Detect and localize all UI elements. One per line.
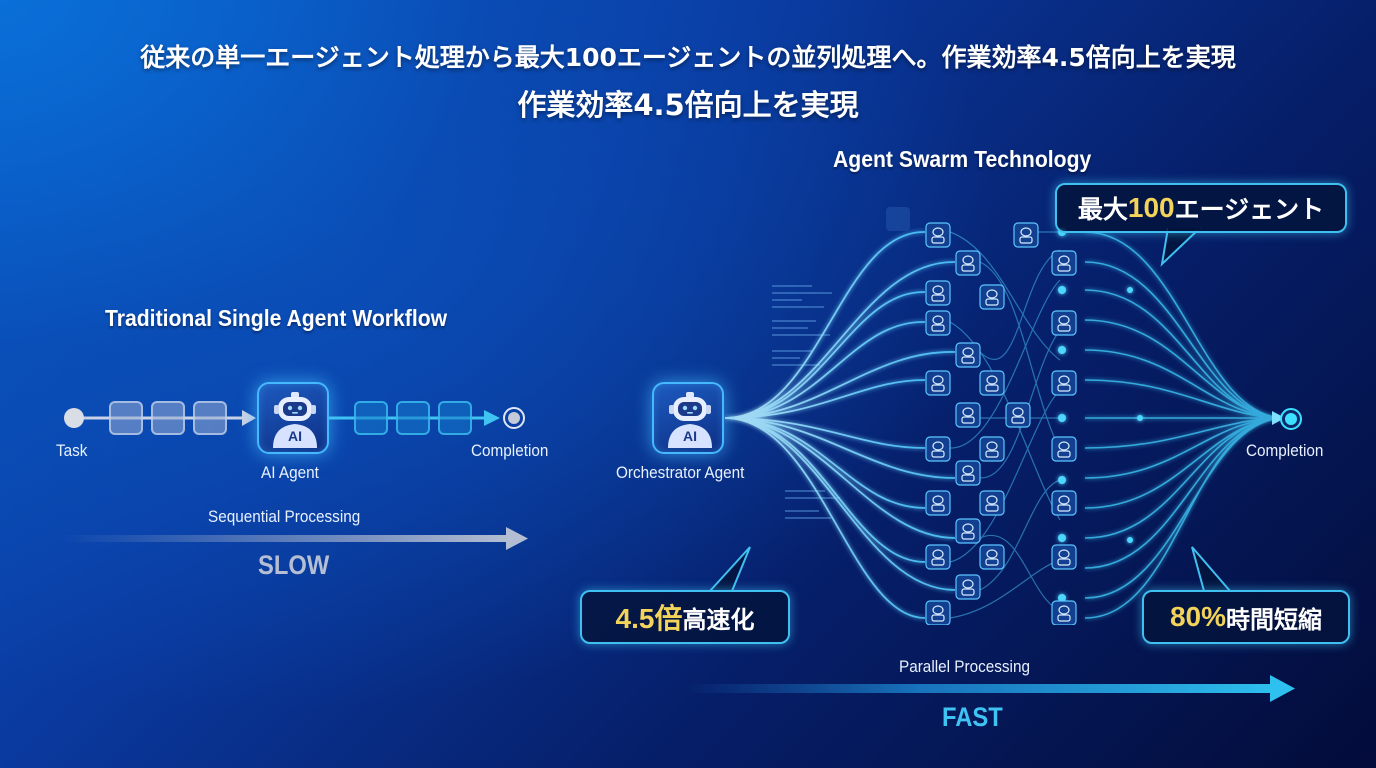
orchestrator-agent-label: Orchestrator Agent [616, 463, 745, 482]
callout-tail-max-agents [1160, 228, 1202, 267]
callout-max-agents-prefix: 最大 [1077, 195, 1128, 224]
callout-speedup-suffix: 高速化 [682, 605, 755, 634]
sequential-arrow [60, 527, 528, 550]
slow-label: SLOW [258, 550, 330, 580]
sequential-step-1 [109, 401, 143, 435]
robot-icon [668, 392, 712, 448]
callout-time-saved: 80%時間短縮 [1142, 590, 1350, 644]
task-start-node [64, 408, 84, 428]
ai-agent-card: AI [257, 382, 329, 454]
callout-tail-time-saved [1191, 546, 1233, 592]
swarm-completion-node [1280, 408, 1302, 430]
completion-node [503, 407, 525, 429]
callout-speedup-number: 4.5倍 [615, 603, 683, 634]
page-title: 従来の単一エージェント処理から最大100エージェントの並列処理へ。作業効率4.5… [140, 43, 1236, 72]
callout-speedup: 4.5倍高速化 [580, 590, 790, 644]
fast-label: FAST [942, 702, 1003, 732]
orchestrator-badge: AI [683, 428, 697, 444]
callout-tail-speedup [707, 546, 751, 592]
traditional-workflow-title: Traditional Single Agent Workflow [105, 305, 448, 331]
completion-label-right: Completion [1246, 441, 1324, 460]
swarm-agent-tiles [886, 207, 1077, 625]
parallel-processing-label: Parallel Processing [899, 657, 1030, 676]
callout-time-saved-number: 80% [1169, 601, 1227, 632]
sequential-step-2 [151, 401, 185, 435]
sequential-step-4 [354, 401, 388, 435]
sequential-processing-label: Sequential Processing [208, 507, 361, 526]
agent-swarm-title: Agent Swarm Technology [833, 146, 1092, 172]
sequential-step-6 [438, 401, 472, 435]
ai-agent-badge: AI [288, 428, 302, 444]
sequential-step-3 [193, 401, 227, 435]
page-subtitle: 作業効率4.5倍向上を実現 [517, 88, 859, 122]
parallel-arrow [686, 675, 1295, 702]
sequential-step-5 [396, 401, 430, 435]
callout-time-saved-suffix: 時間短縮 [1226, 605, 1323, 634]
completion-label-left: Completion [471, 441, 549, 460]
callout-max-agents-suffix: エージェント [1174, 195, 1325, 224]
callout-max-agents-number: 100 [1127, 192, 1175, 223]
robot-icon [273, 392, 317, 448]
task-label: Task [56, 441, 88, 460]
orchestrator-agent-card: AI [652, 382, 724, 454]
ai-agent-label: AI Agent [261, 463, 319, 482]
